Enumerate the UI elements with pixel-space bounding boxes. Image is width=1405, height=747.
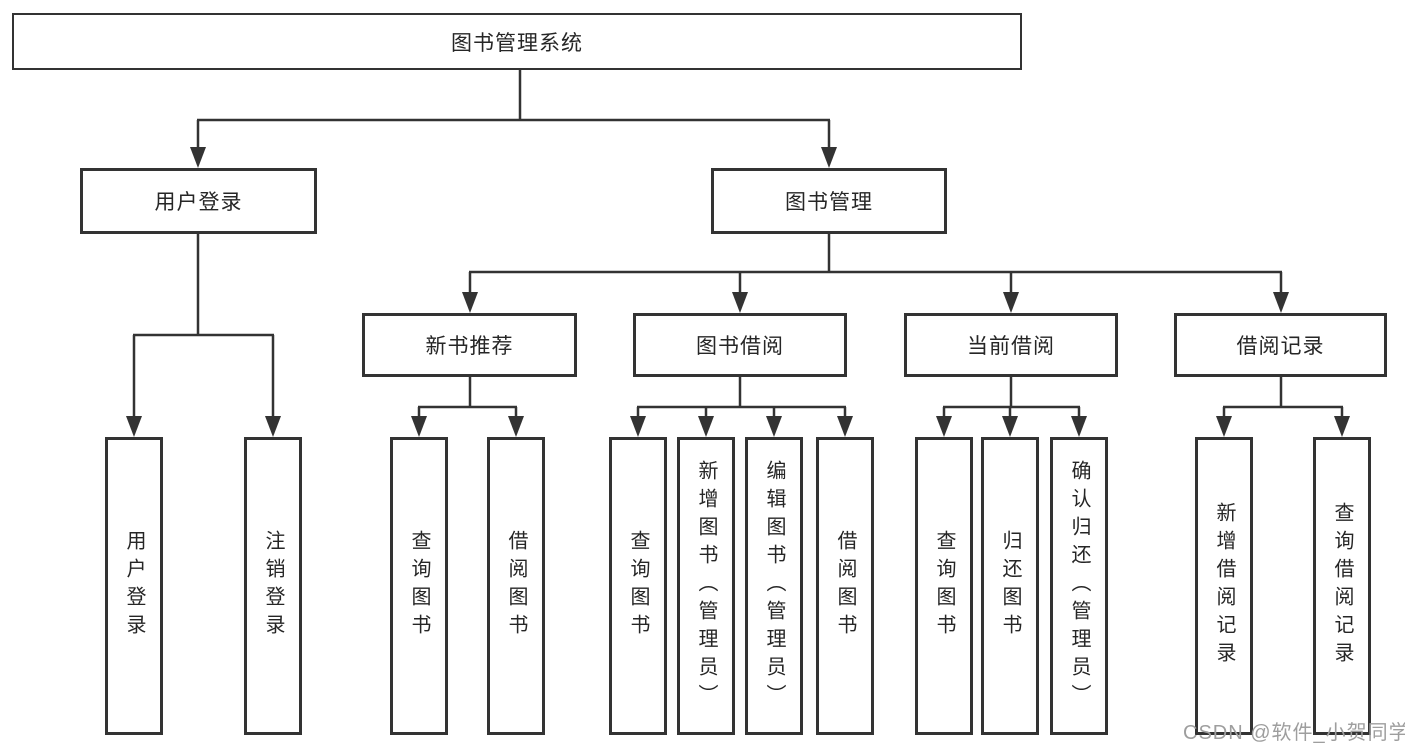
node-new-book-recommend: 新书推荐 (362, 313, 577, 377)
connector-user-login-children (126, 234, 281, 437)
node-borrowing-records: 借阅记录 (1174, 313, 1387, 377)
leaf-newbook-query-books: 查询图书 (390, 437, 448, 735)
node-book-borrowing: 图书借阅 (633, 313, 847, 377)
arrowhead (411, 416, 427, 437)
arrowhead (508, 416, 524, 437)
leaf-borrowing-edit-books-admin: 编辑图书（管理员） (745, 437, 803, 735)
csdn-watermark: CSDN @软件_小贺同学 (1183, 722, 1405, 744)
leaf-records-query-record: 查询借阅记录 (1313, 437, 1371, 735)
arrowhead (1003, 292, 1019, 313)
leaf-records-query-record-label: 查询借阅记录 (1331, 502, 1353, 670)
arrowhead (698, 416, 714, 437)
connector-book-borrowing-children (630, 377, 853, 437)
node-borrowing-records-label: 借阅记录 (1236, 335, 1325, 358)
arrowhead (837, 416, 853, 437)
arrowhead (462, 292, 478, 313)
arrowhead (190, 147, 206, 168)
arrowhead (265, 416, 281, 437)
connector-book-management-children (462, 234, 1289, 313)
node-current-borrowing-label: 当前借阅 (967, 335, 1055, 358)
leaf-current-query-books: 查询图书 (915, 437, 973, 735)
arrowhead (1273, 292, 1289, 313)
connector-borrowing-records-children (1216, 377, 1350, 437)
arrowhead (766, 416, 782, 437)
node-current-borrowing: 当前借阅 (904, 313, 1118, 377)
leaf-user-login-label: 用户登录 (123, 530, 145, 642)
arrowhead (936, 416, 952, 437)
node-book-management: 图书管理 (711, 168, 947, 234)
arrowhead (1002, 416, 1018, 437)
leaf-current-query-books-label: 查询图书 (933, 530, 955, 642)
arrowhead (126, 416, 142, 437)
arrowhead (1334, 416, 1350, 437)
arrowhead (1216, 416, 1232, 437)
leaf-borrowing-edit-books-admin-label: 编辑图书（管理员） (763, 460, 785, 712)
leaf-logout-login: 注销登录 (244, 437, 302, 735)
node-book-management-label: 图书管理 (785, 191, 873, 214)
leaf-borrowing-add-books-admin: 新增图书（管理员） (677, 437, 735, 735)
leaf-borrowing-borrow-books-label: 借阅图书 (834, 530, 856, 642)
arrowhead (1071, 416, 1087, 437)
arrowhead (821, 147, 837, 168)
node-root: 图书管理系统 (12, 13, 1022, 70)
leaf-logout-login-label: 注销登录 (262, 530, 284, 642)
leaf-borrowing-add-books-admin-label: 新增图书（管理员） (695, 460, 717, 712)
leaf-newbook-borrow-books-label: 借阅图书 (505, 530, 527, 642)
leaf-records-add-record: 新增借阅记录 (1195, 437, 1253, 735)
leaf-current-confirm-return-admin-label: 确认归还（管理员） (1068, 460, 1090, 712)
leaf-user-login: 用户登录 (105, 437, 163, 735)
leaf-borrowing-query-books: 查询图书 (609, 437, 667, 735)
connector-root-to-level2 (190, 68, 837, 168)
connector-current-borrowing-children (936, 377, 1087, 437)
leaf-records-add-record-label: 新增借阅记录 (1213, 502, 1235, 670)
node-root-label: 图书管理系统 (451, 31, 583, 55)
node-user-login: 用户登录 (80, 168, 317, 234)
leaf-newbook-query-books-label: 查询图书 (408, 530, 430, 642)
node-user-login-label: 用户登录 (154, 191, 243, 214)
node-book-borrowing-label: 图书借阅 (696, 335, 784, 358)
leaf-newbook-borrow-books: 借阅图书 (487, 437, 545, 735)
leaf-current-confirm-return-admin: 确认归还（管理员） (1050, 437, 1108, 735)
arrowhead (732, 292, 748, 313)
node-new-book-recommend-label: 新书推荐 (425, 335, 514, 358)
leaf-borrowing-borrow-books: 借阅图书 (816, 437, 874, 735)
connector-new-book-children (411, 377, 524, 437)
arrowhead (630, 416, 646, 437)
leaf-borrowing-query-books-label: 查询图书 (627, 530, 649, 642)
leaf-current-return-books: 归还图书 (981, 437, 1039, 735)
leaf-current-return-books-label: 归还图书 (999, 530, 1021, 642)
